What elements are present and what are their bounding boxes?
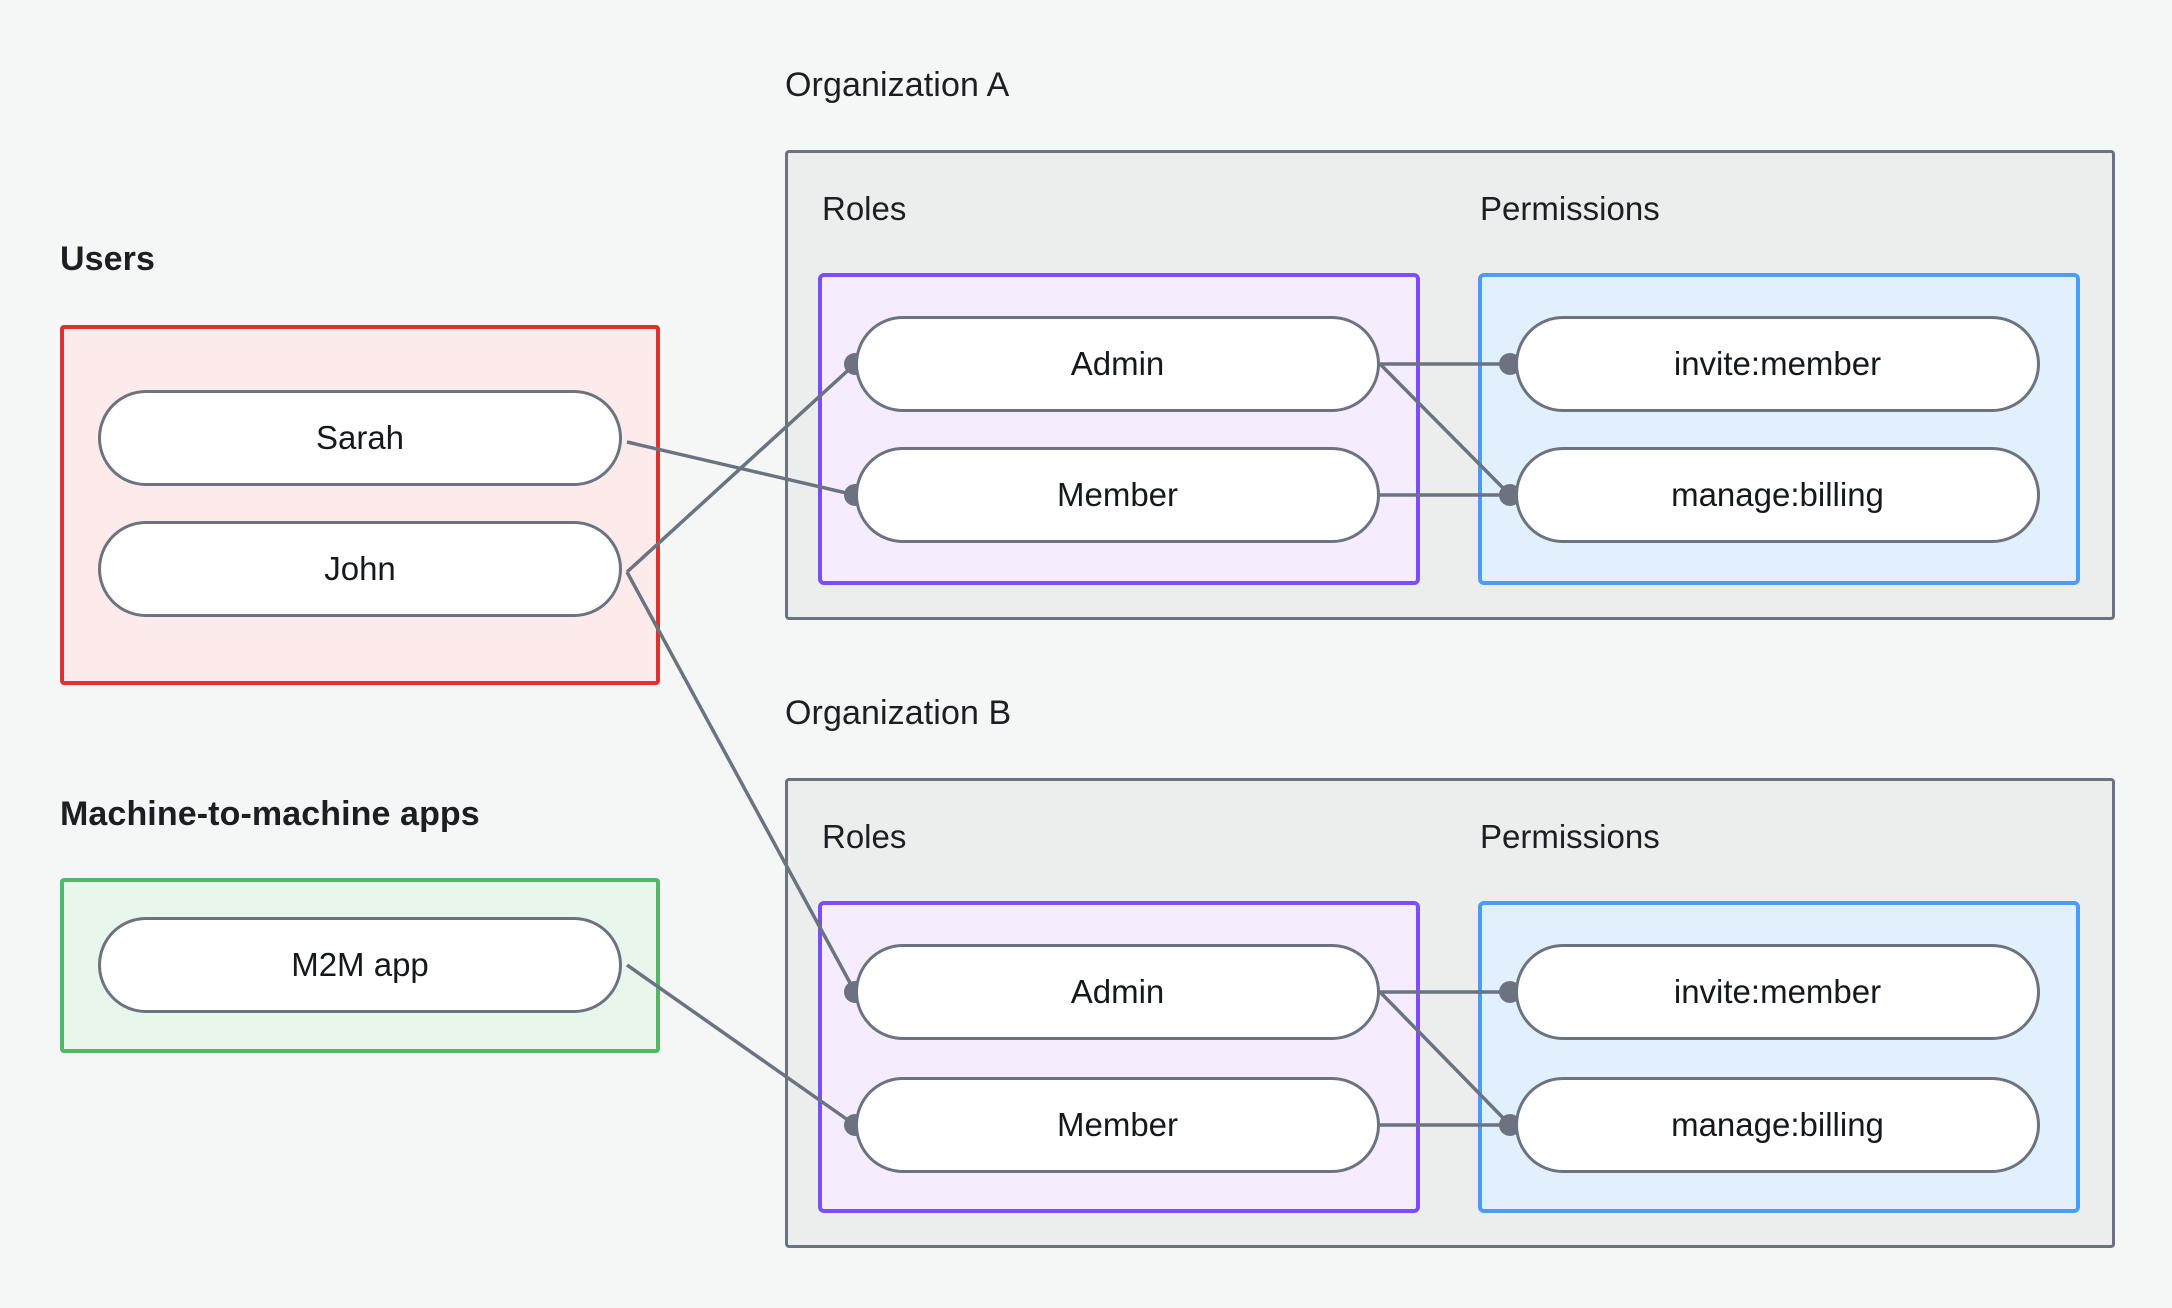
org-b-permission-invite-member[interactable]: invite:member — [1515, 944, 2040, 1040]
org-a-permission-invite-member[interactable]: invite:member — [1515, 316, 2040, 412]
org-a-permissions-label: Permissions — [1480, 190, 1660, 227]
organization-a-title: Organization A — [785, 66, 1010, 104]
org-a-permission-manage-billing[interactable]: manage:billing — [1515, 447, 2040, 543]
user-node-john[interactable]: John — [98, 521, 622, 617]
organization-b-title: Organization B — [785, 694, 1012, 732]
org-b-permission-manage-billing[interactable]: manage:billing — [1515, 1077, 2040, 1173]
org-b-role-member[interactable]: Member — [855, 1077, 1380, 1173]
user-node-sarah[interactable]: Sarah — [98, 390, 622, 486]
org-a-roles-label: Roles — [822, 190, 907, 227]
users-group-box — [60, 325, 660, 685]
org-a-role-member[interactable]: Member — [855, 447, 1380, 543]
m2m-group-title: Machine-to-machine apps — [60, 795, 480, 833]
m2m-node-app[interactable]: M2M app — [98, 917, 622, 1013]
org-b-permissions-label: Permissions — [1480, 818, 1660, 855]
org-a-role-admin[interactable]: Admin — [855, 316, 1380, 412]
org-b-role-admin[interactable]: Admin — [855, 944, 1380, 1040]
users-group-title: Users — [60, 240, 156, 278]
org-b-roles-label: Roles — [822, 818, 907, 855]
